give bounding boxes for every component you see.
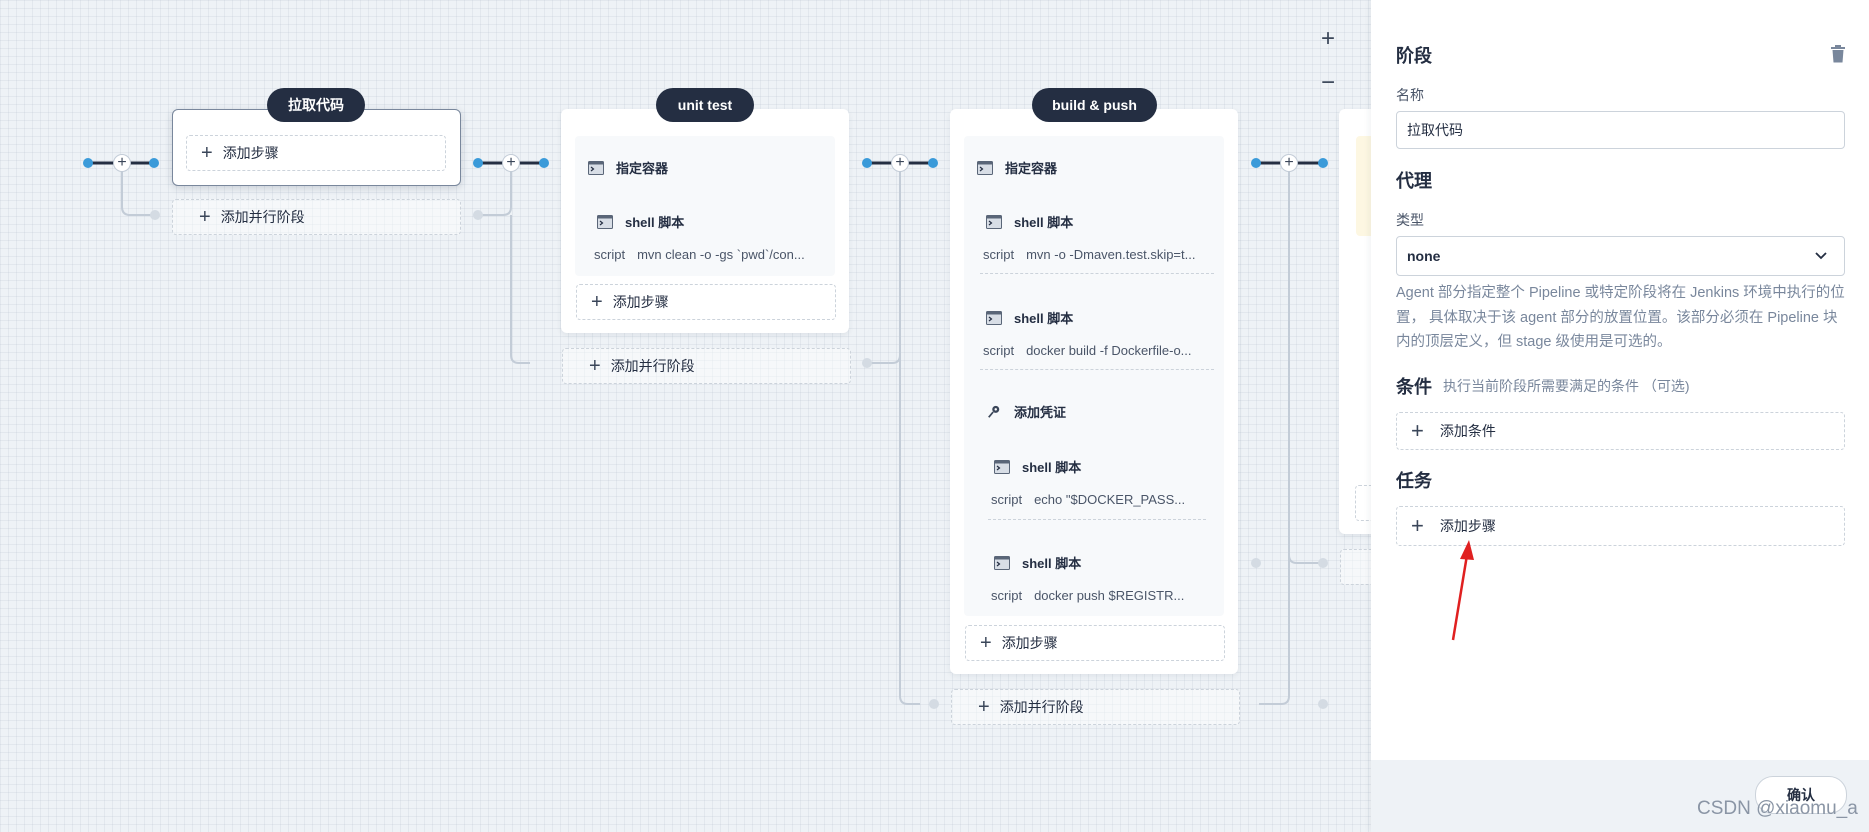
steps-list (575, 136, 835, 276)
connector-dot (539, 158, 549, 168)
terminal-icon (994, 555, 1010, 570)
stage-name-input[interactable] (1396, 111, 1845, 149)
add-parallel-stage-button[interactable]: +添加并行阶段 (172, 199, 461, 235)
add-stage-junction[interactable]: + (113, 154, 131, 172)
plus-icon: + (978, 696, 990, 718)
plus-icon: + (591, 291, 603, 313)
add-task-step-button[interactable]: +添加步骤 (1396, 506, 1845, 546)
type-label: 类型 (1396, 212, 1424, 228)
name-label: 名称 (1396, 87, 1424, 103)
terminal-icon (986, 214, 1002, 229)
step-container[interactable]: 指定容器 (977, 158, 1057, 177)
connector-dot (149, 158, 159, 168)
zoom-out-button[interactable]: − (1320, 69, 1335, 96)
connector-dot (928, 158, 938, 168)
plus-icon: + (1411, 513, 1424, 538)
connector-dot (1318, 158, 1328, 168)
add-step-button[interactable]: +添加步骤 (186, 135, 446, 171)
stage-settings-panel: 阶段 名称 代理 类型 none Agent 部分指定整个 Pipeline 或… (1371, 0, 1869, 832)
step-add-credential[interactable]: 添加凭证 (986, 402, 1066, 421)
add-parallel-stage-partial[interactable] (1340, 549, 1371, 585)
task-heading: 任务 (1396, 471, 1432, 491)
connector-dot (473, 158, 483, 168)
connector-dot (83, 158, 93, 168)
add-step-button[interactable]: +添加步骤 (965, 625, 1225, 661)
plus-icon: + (199, 206, 211, 228)
stage-name-pill[interactable]: build & push (1032, 88, 1157, 122)
plus-icon: + (980, 632, 992, 654)
step-separator (980, 273, 1214, 274)
watermark-text: CSDN @xiaomu_a (1697, 798, 1858, 819)
panel-title: 阶段 (1396, 46, 1432, 66)
key-icon (988, 405, 1000, 418)
terminal-icon (597, 214, 613, 229)
add-stage-junction[interactable]: + (1280, 154, 1298, 172)
pipeline-canvas[interactable]: + + + + +添加步骤 拉取代码 +添加并行阶段 指定容器 shell 脚本… (0, 0, 1371, 832)
zoom-in-button[interactable]: + (1320, 25, 1335, 52)
plus-icon: + (1411, 418, 1424, 443)
step-shell-script[interactable]: shell 脚本 (994, 553, 1081, 572)
stage-name-pill[interactable]: unit test (656, 88, 754, 122)
terminal-icon (994, 459, 1010, 474)
step-shell-script[interactable]: shell 脚本 (986, 212, 1073, 231)
agent-description: Agent 部分指定整个 Pipeline 或特定阶段将在 Jenkins 环境… (1396, 285, 1845, 350)
add-step-button-partial[interactable] (1355, 485, 1371, 521)
terminal-icon (588, 160, 604, 175)
trash-icon[interactable] (1830, 45, 1846, 63)
step-warning-area (1356, 136, 1371, 236)
annotation-arrow (1451, 540, 1474, 641)
add-condition-button[interactable]: +添加条件 (1396, 412, 1845, 450)
confirm-button[interactable]: 确认 (1755, 776, 1847, 814)
step-separator (980, 369, 1214, 370)
condition-heading: 条件 (1396, 377, 1432, 397)
plus-icon: + (589, 355, 601, 377)
condition-hint: 执行当前阶段所需要满足的条件 （可选) (1443, 378, 1690, 394)
agent-heading: 代理 (1396, 171, 1432, 191)
terminal-icon (977, 160, 993, 175)
step-shell-script[interactable]: shell 脚本 (597, 212, 684, 231)
step-container[interactable]: 指定容器 (588, 158, 668, 177)
add-parallel-stage-button[interactable]: +添加并行阶段 (951, 689, 1240, 725)
chevron-down-icon (1815, 252, 1827, 260)
agent-type-select[interactable]: none (1396, 236, 1845, 276)
step-separator (988, 519, 1206, 520)
step-shell-script[interactable]: shell 脚本 (994, 457, 1081, 476)
step-shell-script[interactable]: shell 脚本 (986, 308, 1073, 327)
stage-name-pill[interactable]: 拉取代码 (267, 88, 365, 122)
add-parallel-stage-button[interactable]: +添加并行阶段 (562, 348, 851, 384)
connector-dot (862, 158, 872, 168)
add-step-button[interactable]: +添加步骤 (576, 284, 836, 320)
terminal-icon (986, 310, 1002, 325)
plus-icon: + (201, 142, 213, 164)
connector-lines (89, 161, 1328, 709)
steps-list (964, 136, 1224, 616)
add-stage-junction[interactable]: + (502, 154, 520, 172)
connector-dot (1251, 158, 1261, 168)
add-stage-junction[interactable]: + (891, 154, 909, 172)
